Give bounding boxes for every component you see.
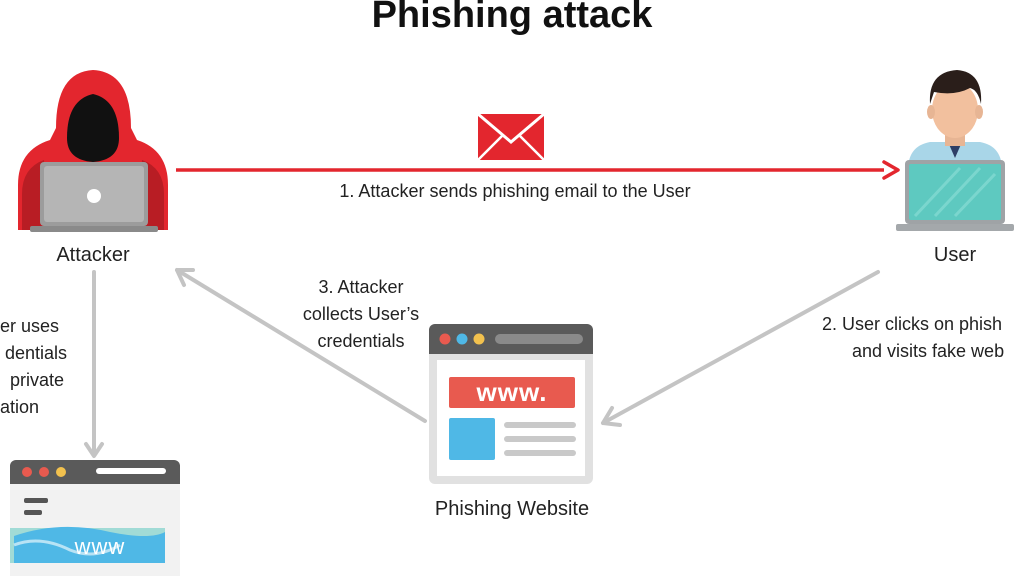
user-label: User — [933, 244, 977, 266]
step3-line3: credentials — [317, 331, 405, 351]
arrow-attacker-to-real-site — [84, 270, 104, 458]
step2-line1: 2. User clicks on phish — [822, 314, 1003, 334]
user-at-laptop-icon — [896, 70, 1014, 231]
browser-window-icon — [429, 324, 593, 484]
step2-line2: and visits fake web — [852, 341, 1005, 361]
arrow-attacker-to-user — [176, 160, 900, 180]
step4-line2: dentials — [5, 343, 68, 363]
step1-label: 1. Attacker sends phishing email to the … — [339, 181, 691, 201]
arrow-website-to-attacker — [175, 268, 427, 423]
phishing-website-label: Phishing Website — [434, 498, 590, 520]
step3-label: 3. Attacker collects User’s credentials — [286, 274, 436, 355]
hooded-hacker-icon — [18, 70, 168, 232]
real-website-browser-icon — [10, 460, 180, 576]
step4-line4: ation — [0, 397, 40, 417]
phishing-site-banner-text: www. — [476, 377, 548, 407]
step4-line1: er uses — [0, 316, 60, 336]
step4-line3: private — [10, 370, 65, 390]
real-site-banner-text: www — [74, 534, 126, 559]
step3-line1: 3. Attacker — [318, 277, 404, 297]
step3-line2: collects User’s — [302, 304, 420, 324]
envelope-icon — [477, 112, 545, 161]
diagram-title: Phishing attack — [371, 0, 653, 36]
arrow-user-to-website — [601, 270, 880, 427]
attacker-label: Attacker — [56, 244, 130, 266]
